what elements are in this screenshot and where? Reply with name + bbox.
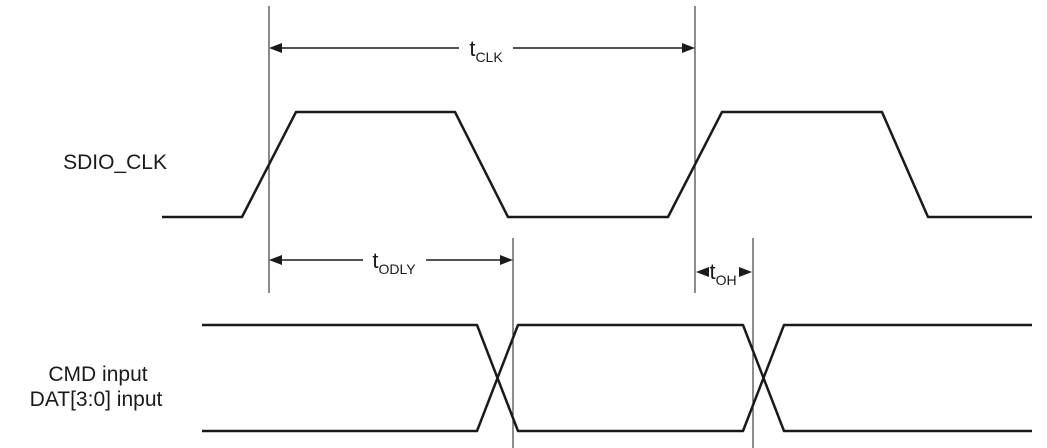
- toh-label: tOH: [709, 259, 736, 288]
- toh-arrowhead-left: [696, 267, 709, 277]
- toh-label-base: t: [709, 259, 715, 284]
- tclk-dimension-arrow: tCLK: [269, 36, 695, 65]
- todly-arrowhead-right: [500, 255, 513, 265]
- tclk-arrowhead-right: [682, 43, 695, 53]
- todly-label-sub: ODLY: [379, 261, 417, 277]
- sdio-clk-waveform: [162, 110, 1032, 219]
- dat-input-signal-label: DAT[3:0] input: [30, 388, 163, 411]
- tclk-label: tCLK: [469, 36, 503, 65]
- tclk-arrowhead-left: [269, 43, 282, 53]
- cmd-dat-bus-rail-b: [202, 323, 1032, 433]
- todly-arrowhead-left: [269, 255, 282, 265]
- todly-label-base: t: [372, 248, 378, 273]
- sdio-clk-signal-label: SDIO_CLK: [63, 151, 167, 174]
- toh-dimension-arrow: tOH: [696, 259, 752, 288]
- cmd-input-signal-label: CMD input: [48, 363, 147, 386]
- todly-dimension-arrow: tODLY: [269, 248, 513, 277]
- cmd-dat-bus-rail-a: [202, 323, 1032, 433]
- toh-label-sub: OH: [716, 272, 737, 288]
- tclk-label-sub: CLK: [475, 49, 503, 65]
- toh-arrowhead-right: [739, 267, 752, 277]
- tclk-label-base: t: [469, 36, 475, 61]
- todly-label: tODLY: [372, 248, 416, 277]
